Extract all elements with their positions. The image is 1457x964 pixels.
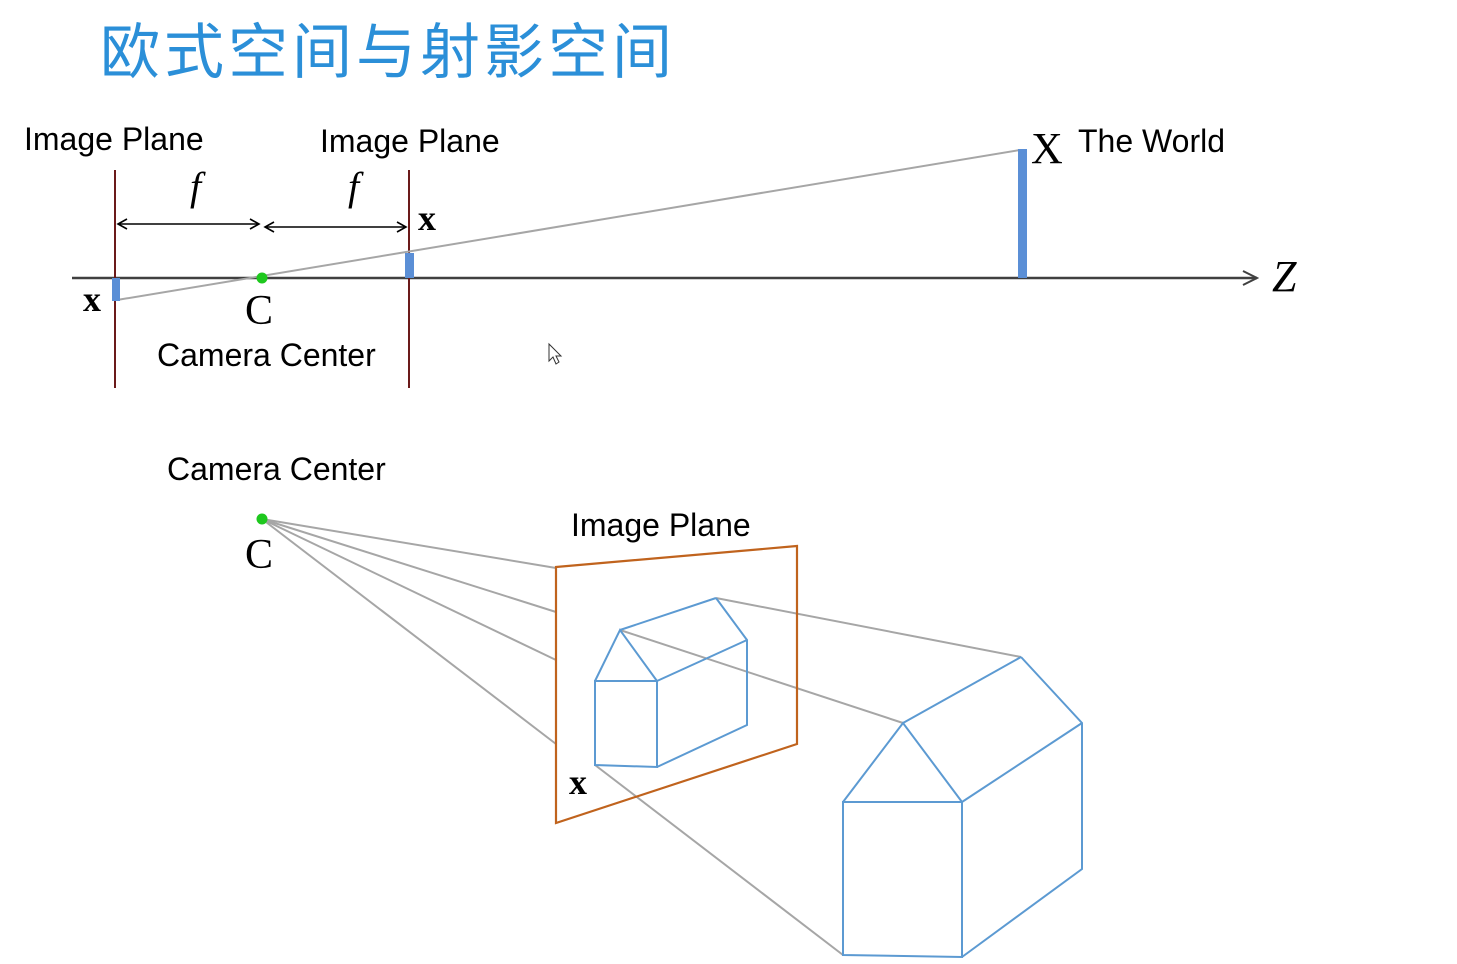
camera-center-label: Camera Center (157, 337, 376, 373)
image-point-left: x (83, 279, 101, 319)
projection-rays (261, 518, 1022, 956)
z-axis-label: Z (1272, 252, 1297, 301)
focal-length-right: f (348, 164, 364, 209)
bottom-diagram: Camera Center C Image Plane x (167, 451, 1083, 959)
slide-title: 欧式空间与射影空间 (100, 18, 676, 88)
pointer-cursor-icon (548, 342, 563, 365)
focal-length-left: f (190, 164, 206, 209)
right-image-bar (405, 253, 414, 278)
top-diagram: Image Plane Image Plane f f x x C Camera… (24, 121, 1297, 388)
camera-symbol: C (245, 288, 273, 334)
projected-house (594, 597, 748, 769)
world-symbol: X (1031, 124, 1063, 173)
image-plane-outline (554, 544, 799, 825)
left-image-bar (112, 278, 120, 301)
camera-center-label-3d: Camera Center (167, 451, 386, 487)
world-label: The World (1078, 123, 1225, 159)
image-plane-label-3d: Image Plane (571, 507, 751, 543)
world-house (842, 656, 1083, 959)
image-point-3d: x (569, 762, 587, 802)
camera-center-dot (256, 272, 268, 284)
projection-ray (116, 149, 1021, 301)
right-image-plane-label: Image Plane (320, 123, 500, 159)
left-image-plane-label: Image Plane (24, 121, 204, 157)
world-object-bar (1018, 149, 1027, 278)
image-point-right: x (418, 198, 436, 238)
camera-center-dot-3d (256, 513, 268, 525)
camera-symbol-3d: C (245, 532, 273, 578)
